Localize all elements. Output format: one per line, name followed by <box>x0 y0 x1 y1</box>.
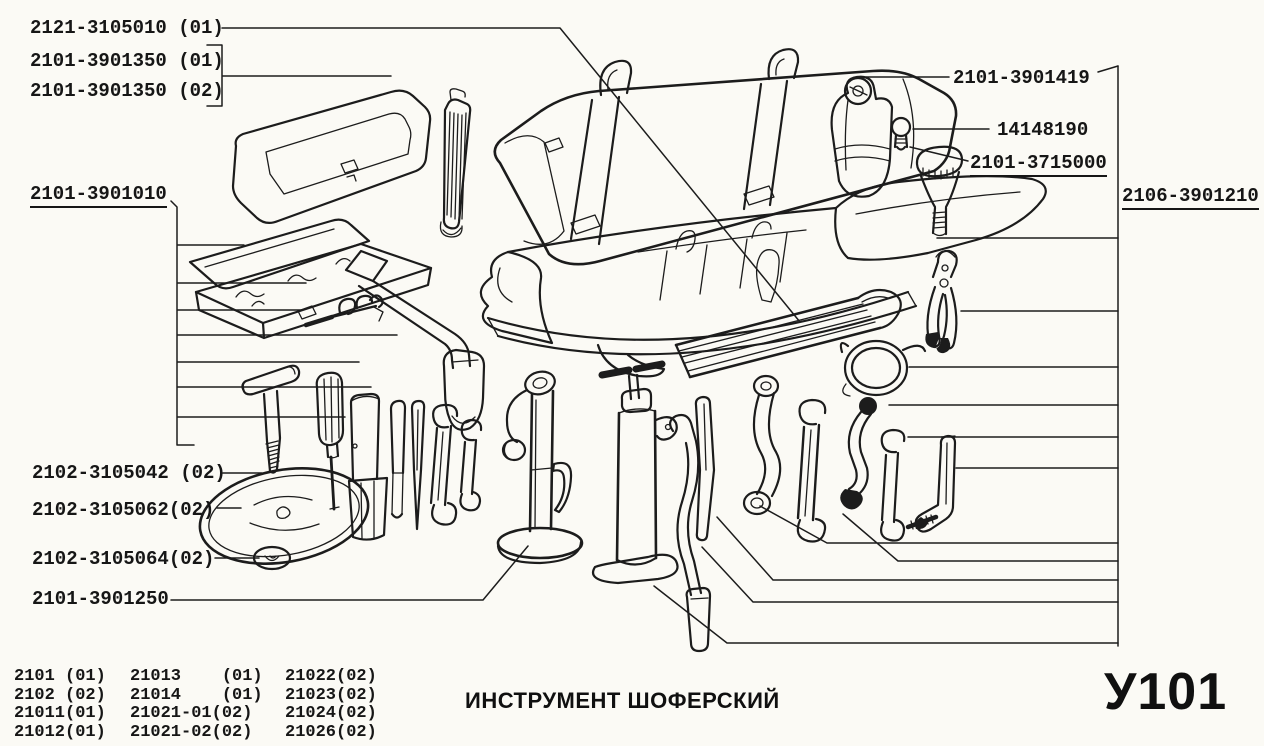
ribbed-mat <box>674 288 902 379</box>
threaded-stud <box>905 514 939 530</box>
table-cell: 21021-02(02) <box>130 723 253 742</box>
open-end-wrench-slim <box>880 428 906 542</box>
ball-end-handle <box>840 397 877 510</box>
tool-bag-open <box>479 175 1047 378</box>
toolbox-lid <box>231 89 432 225</box>
open-end-wrench-large <box>796 398 827 543</box>
table-cell: 21021-01(02) <box>130 704 253 723</box>
wire-loop <box>839 339 927 397</box>
ribbed-strip <box>439 88 472 238</box>
table-cell: 2102 (02) <box>14 686 106 705</box>
open-end-wrench-medium <box>459 418 483 512</box>
screw-jack <box>496 370 584 565</box>
spare-bulb <box>890 116 912 151</box>
callout-2101-3901419: 2101-3901419 <box>953 67 1090 89</box>
t-handle-bolt <box>241 364 301 474</box>
lug-wrench <box>344 249 486 431</box>
inspection-lamp <box>915 145 964 237</box>
spark-plug-socket <box>347 392 389 541</box>
table-cell: 21011(01) <box>14 704 106 723</box>
callout-2101-3901350-02: 2101-3901350 (02) <box>30 80 224 102</box>
grommet <box>252 545 292 571</box>
callout-2101-3901010: 2101-3901010 <box>30 184 167 208</box>
open-end-wrench-small <box>429 403 459 526</box>
canvas-pouch <box>830 75 894 198</box>
table-cell: 2101 (01) <box>14 667 106 686</box>
leader-lines <box>170 27 1119 647</box>
table-cell: 21022(02) <box>285 667 377 686</box>
tire-lever <box>694 395 716 542</box>
wheel-brace <box>669 413 712 653</box>
pliers <box>925 249 958 354</box>
callout-2106-3901210: 2106-3901210 <box>1122 186 1259 210</box>
callout-2102-3105042-02: 2102-3105042 (02) <box>32 462 226 484</box>
sheet-title: ИНСТРУМЕНТ ШОФЕРСКИЙ <box>465 688 780 713</box>
valve-clamp <box>303 294 384 328</box>
drift-rod <box>389 399 407 519</box>
bent-box-wrench <box>742 374 782 516</box>
punch <box>410 399 426 531</box>
toolbox-open <box>188 218 433 340</box>
callout-2121-3105010-01: 2121-3105010 (01) <box>30 17 224 39</box>
table-cell: 21026(02) <box>285 723 377 742</box>
table-cell: 21023(02) <box>285 686 377 705</box>
sheet-number: У101 <box>1104 663 1228 721</box>
tool-bag-rolled <box>493 48 958 266</box>
callout-2101-3715000: 2101-3715000 <box>970 153 1107 177</box>
screwdriver <box>315 371 345 511</box>
callout-2102-3105064-02: 2102-3105064(02) <box>32 548 215 570</box>
callout-14148190: 14148190 <box>997 119 1089 141</box>
callout-2101-3901250: 2101-3901250 <box>32 588 169 610</box>
table-cell: 21024(02) <box>285 704 377 723</box>
table-cell: 21013 (01) <box>130 667 263 686</box>
table-cell: 21012(01) <box>14 723 106 742</box>
hubcap-disc <box>198 467 370 565</box>
callout-2101-3901350-01: 2101-3901350 (01) <box>30 50 224 72</box>
callout-2102-3105062-02: 2102-3105062(02) <box>32 499 215 521</box>
table-cell: 21014 (01) <box>130 686 263 705</box>
tire-pump <box>591 360 679 585</box>
